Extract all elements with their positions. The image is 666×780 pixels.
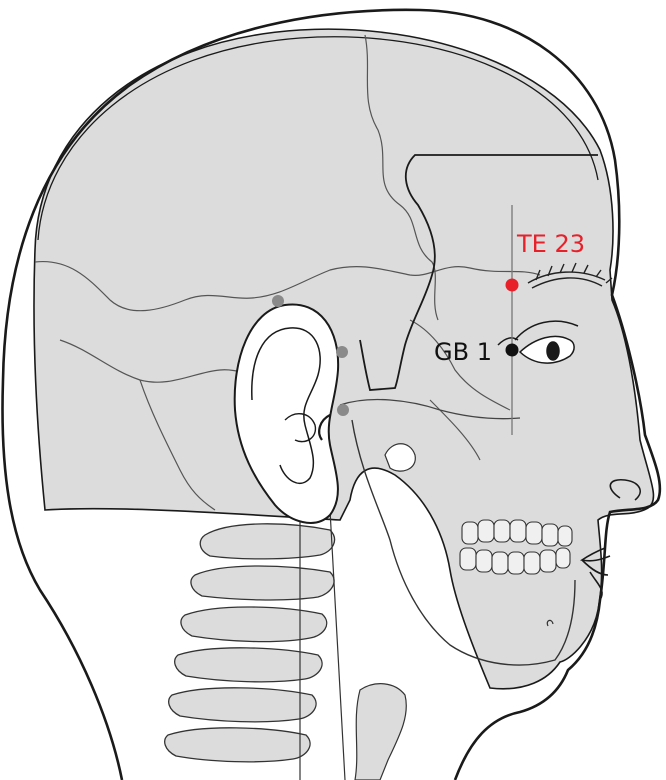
- point-label-te23: TE 23: [516, 230, 585, 258]
- landmark-dot-tragus: [337, 404, 349, 416]
- hyoid-trachea: [355, 684, 406, 780]
- point-marker-gb1: [506, 344, 519, 357]
- point-marker-te23: [506, 279, 519, 292]
- landmark-dot-ear-apex: [272, 295, 284, 307]
- landmark-dot-temporal: [336, 346, 348, 358]
- cervical-spine: [165, 524, 335, 762]
- mastoid-process: [385, 444, 415, 471]
- point-label-gb1: GB 1: [434, 338, 492, 366]
